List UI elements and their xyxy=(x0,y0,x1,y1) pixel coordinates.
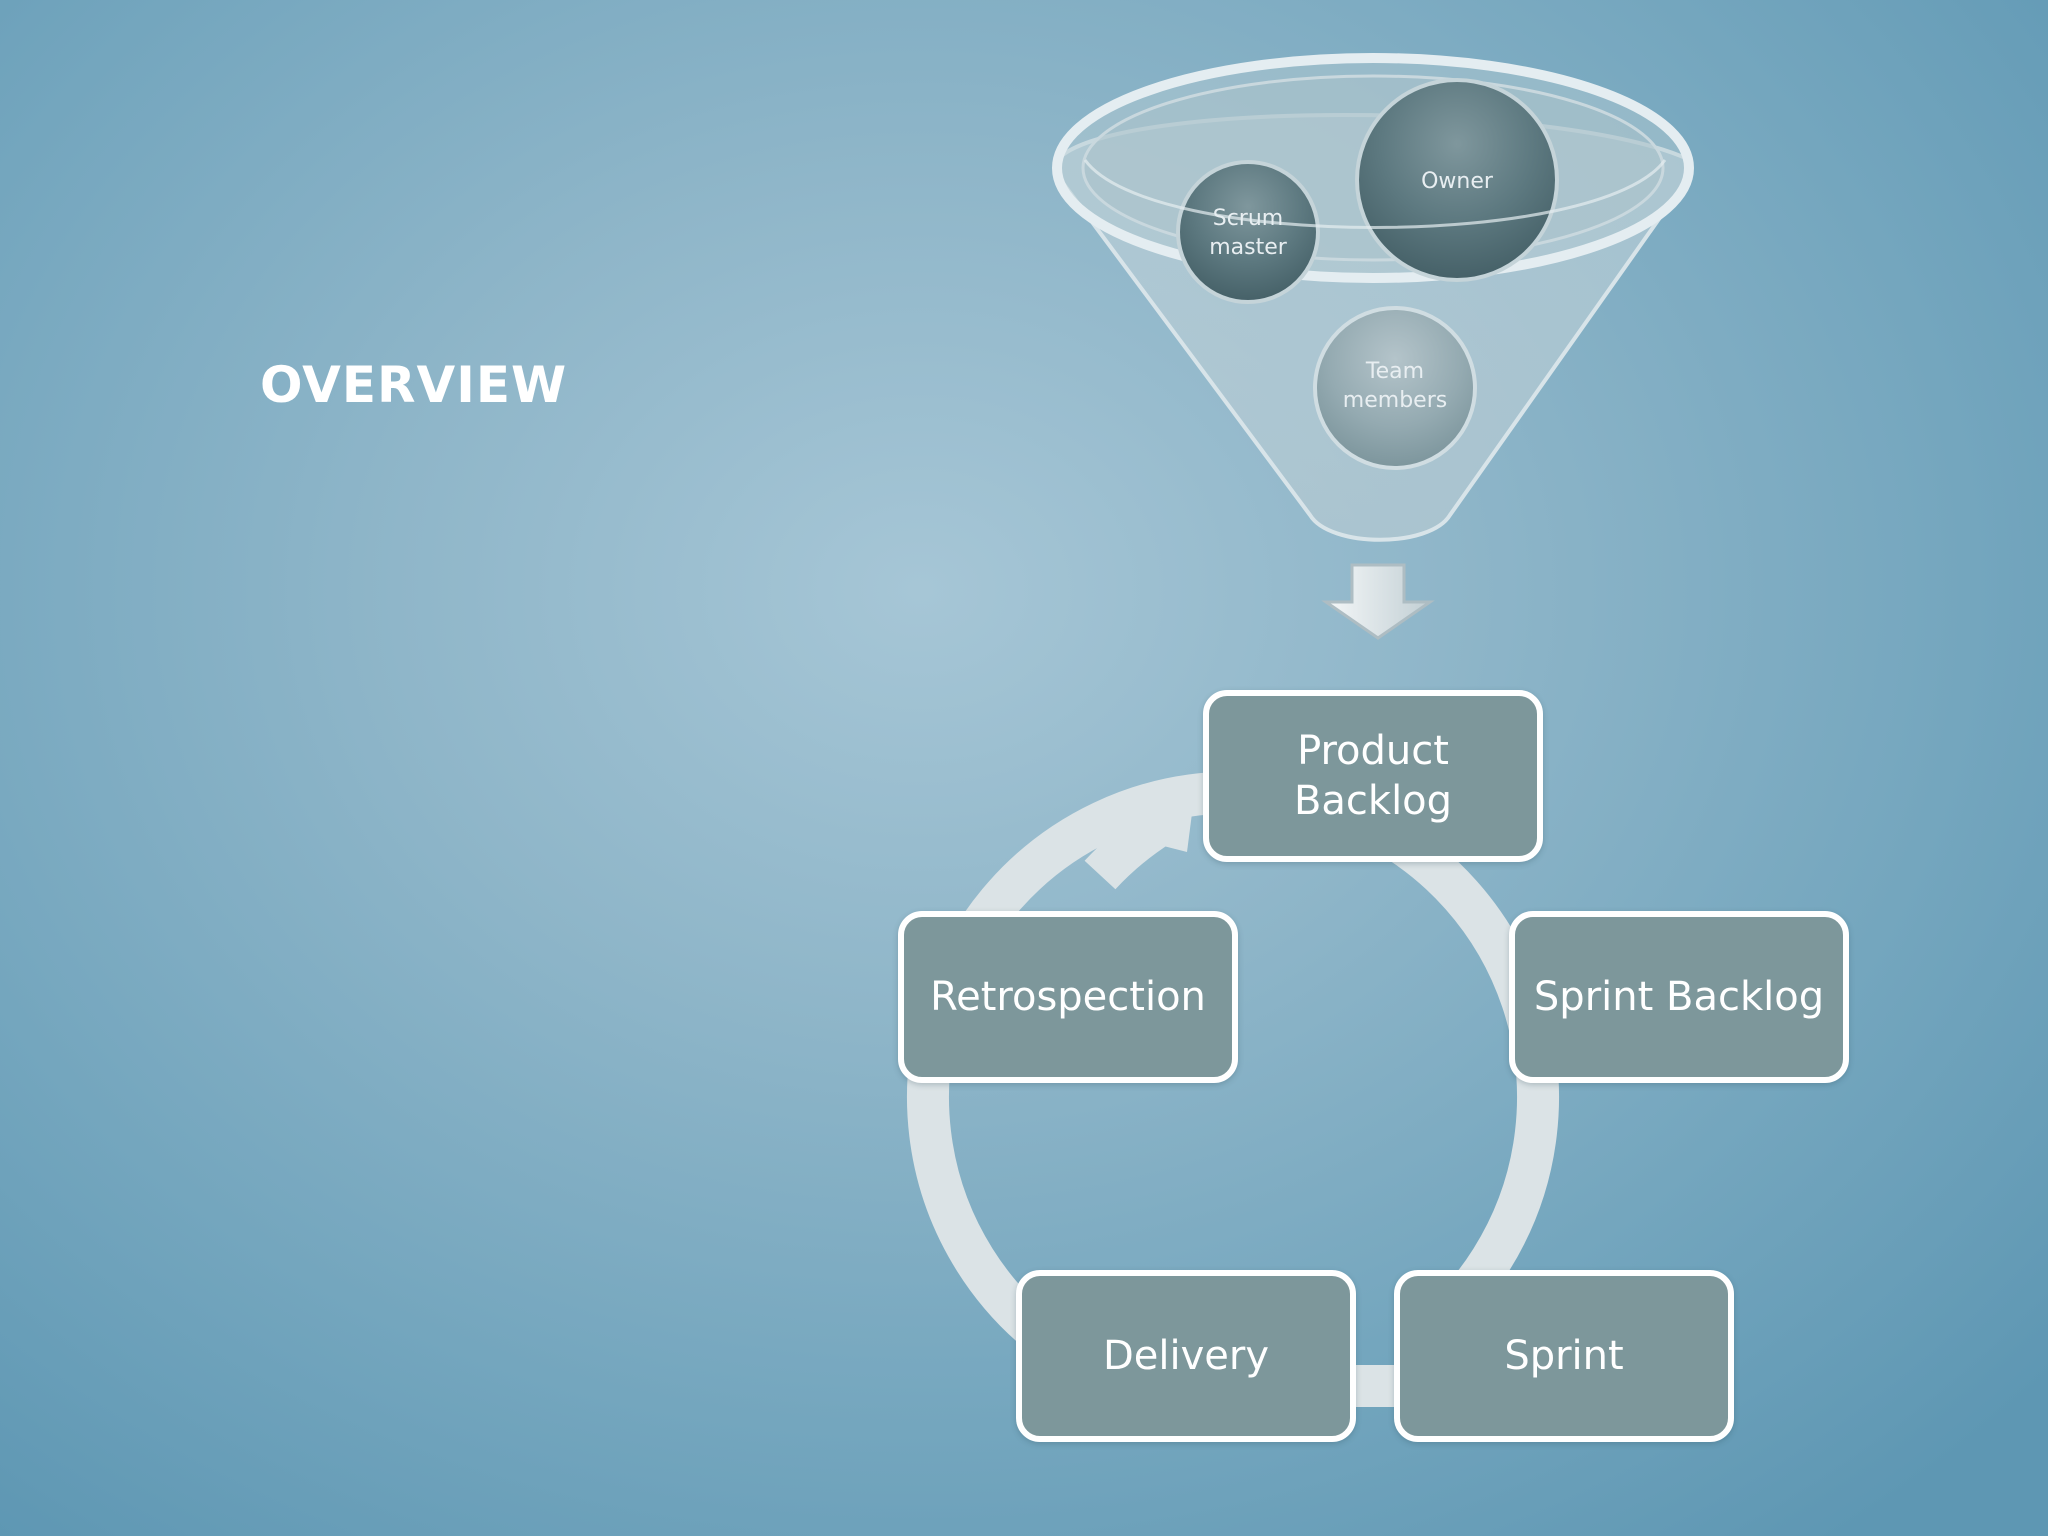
step-sprint-backlog: Sprint Backlog xyxy=(1509,911,1849,1083)
funnel-item-team-members: Team members xyxy=(1313,306,1477,470)
down-arrow-icon xyxy=(1321,563,1435,640)
step-label: Backlog xyxy=(1293,778,1453,824)
funnel-item-scrum-master: Scrum master xyxy=(1176,160,1320,304)
step-label: Sprint xyxy=(1504,1333,1624,1379)
step-label: Delivery xyxy=(1102,1333,1270,1379)
step-label: Retrospection xyxy=(930,974,1206,1020)
svg-text:Owner: Owner xyxy=(1421,169,1494,194)
svg-text:Team: Team xyxy=(1365,359,1424,384)
svg-text:members: members xyxy=(1343,388,1447,413)
svg-text:master: master xyxy=(1209,235,1288,260)
step-product-backlog: Product Backlog xyxy=(1203,690,1543,862)
funnel-item-owner: Owner xyxy=(1355,78,1559,282)
step-retrospection: Retrospection xyxy=(898,911,1238,1083)
step-delivery: Delivery xyxy=(1016,1270,1356,1442)
funnel-rim xyxy=(1083,159,1667,229)
slide-title: OVERVIEW xyxy=(260,356,568,414)
step-sprint: Sprint xyxy=(1394,1270,1734,1442)
step-label: Product xyxy=(1297,728,1449,774)
step-label: Sprint Backlog xyxy=(1533,974,1825,1020)
